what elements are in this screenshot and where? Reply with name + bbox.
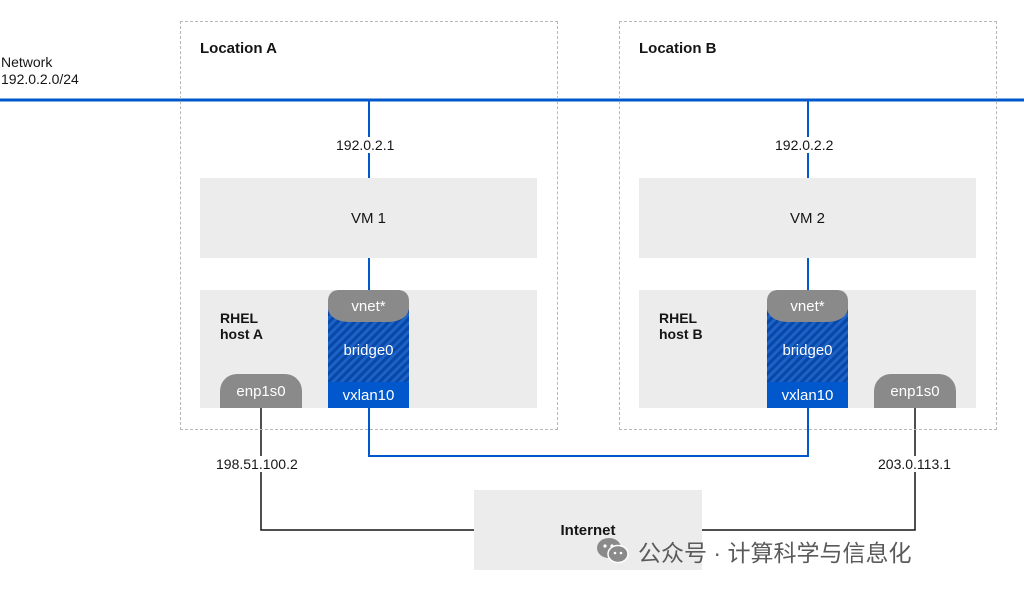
- host-b-enp1s0: enp1s0: [874, 374, 956, 408]
- host-b-internet-line: [702, 408, 916, 531]
- network-label: Network 192.0.2.0/24: [1, 54, 79, 88]
- host-b-bridge-stack: vnet* bridge0 vxlan10: [767, 290, 848, 408]
- host-a-bridge0: bridge0: [343, 342, 394, 359]
- vm1-ip: 192.0.2.1: [334, 137, 397, 153]
- internet-box: Internet: [474, 490, 702, 570]
- internet-label: Internet: [560, 521, 616, 539]
- wechat-icon: [597, 538, 629, 564]
- host-b-vxlan10: vxlan10: [767, 382, 848, 408]
- host-a-vxlan10: vxlan10: [328, 382, 409, 408]
- host-b-nic-ip: 203.0.113.1: [876, 456, 953, 472]
- vm2-label: VM 2: [789, 209, 825, 227]
- vxlan-tunnel-line: [368, 408, 809, 457]
- host-a-nic-ip: 198.51.100.2: [214, 456, 300, 472]
- host-a-title: RHEL host A: [220, 310, 264, 342]
- host-b-bridge0: bridge0: [782, 342, 833, 359]
- vm1-box: VM 1: [200, 178, 537, 258]
- host-a-bridge-stack: vnet* bridge0 vxlan10: [328, 290, 409, 408]
- location-a-box: [180, 21, 558, 430]
- host-a-vnet: vnet*: [328, 290, 409, 322]
- vm2-ip: 192.0.2.2: [773, 137, 836, 153]
- host-a-internet-line: [260, 408, 474, 531]
- watermark-text: 公众号 · 计算科学与信息化: [638, 540, 912, 566]
- location-b-title: Location B: [639, 40, 717, 57]
- vm2-box: VM 2: [639, 178, 976, 258]
- vm1-label: VM 1: [350, 209, 386, 227]
- location-a-title: Location A: [200, 40, 277, 57]
- network-title: Network: [1, 54, 53, 70]
- watermark: 公众号 · 计算科学与信息化: [596, 534, 911, 568]
- host-a-enp1s0: enp1s0: [220, 374, 302, 408]
- host-b-vnet: vnet*: [767, 290, 848, 322]
- location-b-box: [619, 21, 997, 430]
- network-subnet: 192.0.2.0/24: [1, 71, 79, 87]
- host-b-title: RHEL host B: [659, 310, 703, 342]
